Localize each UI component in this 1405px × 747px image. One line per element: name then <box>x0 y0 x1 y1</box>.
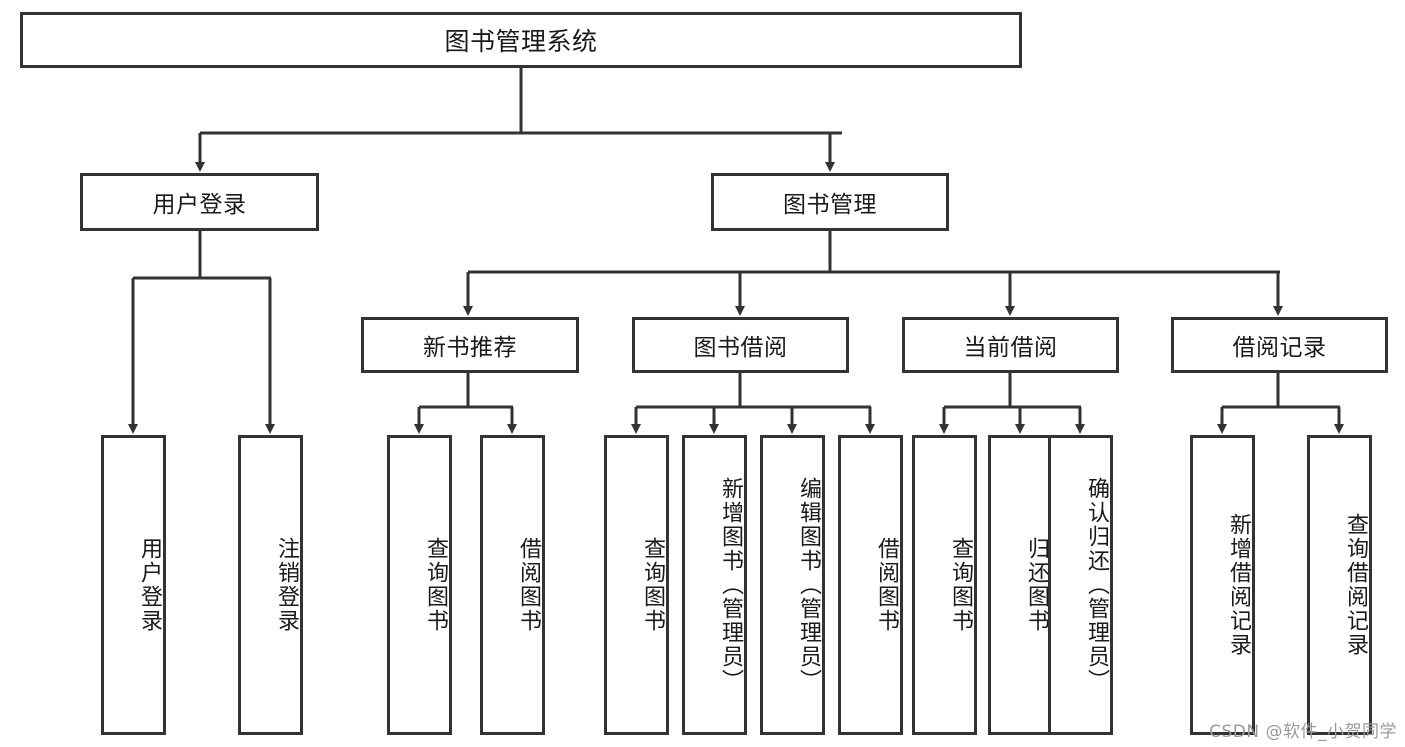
watermark-text: CSDN @软件_小贺同学 <box>1209 722 1397 742</box>
node-label: 查询借阅记录 <box>1343 513 1368 657</box>
node-label: 查询图书 <box>640 537 665 633</box>
node-book-management[interactable]: 图书管理 <box>711 173 949 231</box>
node-new-book-recommend[interactable]: 新书推荐 <box>361 317 579 373</box>
node-book-borrow[interactable]: 图书借阅 <box>632 317 849 373</box>
node-label: 新增图书（管理员） <box>718 477 743 693</box>
node-borrow-records[interactable]: 借阅记录 <box>1171 317 1388 373</box>
node-label: 注销登录 <box>274 537 299 633</box>
node-leaf-return-book[interactable]: 归还图书 <box>988 435 1053 735</box>
node-label: 新书推荐 <box>423 335 517 361</box>
node-label: 借阅图书 <box>874 537 899 633</box>
node-label: 查询图书 <box>423 537 448 633</box>
node-leaf-query-book-borrow[interactable]: 查询图书 <box>604 435 669 735</box>
node-root-book-management-system[interactable]: 图书管理系统 <box>20 12 1022 68</box>
node-user-login[interactable]: 用户登录 <box>80 173 319 231</box>
node-leaf-borrow-book-recommend[interactable]: 借阅图书 <box>480 435 545 735</box>
node-label: 查询图书 <box>948 537 973 633</box>
node-leaf-add-book[interactable]: 新增图书（管理员） <box>682 435 747 735</box>
node-leaf-query-book-current[interactable]: 查询图书 <box>912 435 977 735</box>
node-label: 图书管理 <box>783 192 877 218</box>
node-label: 图书借阅 <box>693 335 788 361</box>
node-label: 借阅图书 <box>516 537 541 633</box>
node-leaf-query-book-recommend[interactable]: 查询图书 <box>387 435 452 735</box>
node-label: 借阅记录 <box>1232 335 1327 361</box>
node-label: 编辑图书（管理员） <box>796 477 821 693</box>
node-leaf-edit-book[interactable]: 编辑图书（管理员） <box>760 435 825 735</box>
node-leaf-borrow-book[interactable]: 借阅图书 <box>838 435 903 735</box>
node-label: 图书管理系统 <box>444 27 598 56</box>
node-label: 确认归还（管理员） <box>1084 477 1109 693</box>
node-leaf-logout[interactable]: 注销登录 <box>238 435 303 735</box>
node-current-borrow[interactable]: 当前借阅 <box>902 317 1119 373</box>
node-label: 归还图书 <box>1024 537 1049 633</box>
node-leaf-user-login[interactable]: 用户登录 <box>101 435 166 735</box>
node-leaf-confirm-return[interactable]: 确认归还（管理员） <box>1048 435 1113 735</box>
node-label: 当前借阅 <box>963 335 1058 361</box>
node-label: 新增借阅记录 <box>1226 513 1251 657</box>
node-leaf-query-borrow-record[interactable]: 查询借阅记录 <box>1307 435 1372 735</box>
node-leaf-add-borrow-record[interactable]: 新增借阅记录 <box>1190 435 1255 735</box>
node-label: 用户登录 <box>137 537 162 633</box>
node-label: 用户登录 <box>152 192 247 218</box>
